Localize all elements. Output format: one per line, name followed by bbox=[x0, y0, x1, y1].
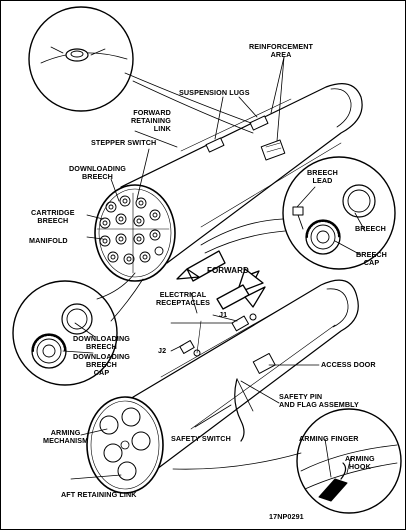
label-arming-hook: ARMING HOOK bbox=[345, 454, 375, 471]
label-aft-retaining-link: AFT RETAINING LINK bbox=[61, 490, 137, 499]
label-cartridge-breech: CARTRIDGE BREECH bbox=[31, 208, 75, 225]
safety-pin-flag bbox=[234, 378, 254, 442]
label-downloading-breech-top: DOWNLOADING BREECH bbox=[69, 164, 126, 181]
suspension-lugs bbox=[205, 115, 286, 161]
label-suspension-lugs: SUSPENSION LUGS bbox=[179, 88, 250, 97]
detail-forward-retaining-link bbox=[28, 6, 254, 134]
label-reinforcement-area: REINFORCEMENT AREA bbox=[249, 42, 313, 59]
label-electrical-receptacles: ELECTRICAL RECEPTACLES bbox=[156, 290, 211, 307]
detail-downloading-breech bbox=[12, 272, 144, 386]
label-access-door: ACCESS DOOR bbox=[321, 360, 376, 369]
label-downloading-breech-left: DOWNLOADING BREECH bbox=[73, 334, 130, 351]
label-arming-mechanism: ARMING MECHANISM bbox=[43, 428, 89, 445]
label-j1: J1 bbox=[219, 310, 228, 319]
label-downloading-breech-cap: DOWNLOADING BREECH CAP bbox=[73, 352, 130, 377]
leader-lines bbox=[62, 56, 366, 480]
label-j2: J2 bbox=[158, 346, 167, 355]
forward-arrows bbox=[176, 250, 266, 310]
aft-dispenser-body bbox=[92, 279, 359, 470]
manifold-end-face bbox=[94, 184, 176, 282]
figure-id: 17NP0291 bbox=[269, 512, 304, 521]
label-breech: BREECH bbox=[355, 224, 386, 233]
label-forward: FORWARD bbox=[207, 266, 249, 275]
label-safety-pin-flag: SAFETY PIN AND FLAG ASSEMBLY bbox=[279, 392, 359, 409]
forward-dispenser-body bbox=[120, 83, 363, 264]
electrical-receptacles bbox=[170, 313, 257, 357]
detail-arming-hook bbox=[172, 408, 402, 514]
label-safety-switch: SAFETY SWITCH bbox=[171, 434, 231, 443]
detail-breech bbox=[200, 156, 396, 270]
label-arming-finger: ARMING FINGER bbox=[299, 434, 359, 443]
arming-end-face bbox=[86, 396, 164, 494]
label-stepper-switch: STEPPER SWITCH bbox=[91, 138, 157, 147]
label-breech-lead: BREECH LEAD bbox=[307, 168, 338, 185]
label-forward-retaining-link: FORWARD RETAINING LINK bbox=[131, 108, 171, 133]
label-breech-cap: BREECH CAP bbox=[356, 250, 387, 267]
label-manifold: MANIFOLD bbox=[29, 236, 68, 245]
access-door bbox=[252, 352, 320, 374]
